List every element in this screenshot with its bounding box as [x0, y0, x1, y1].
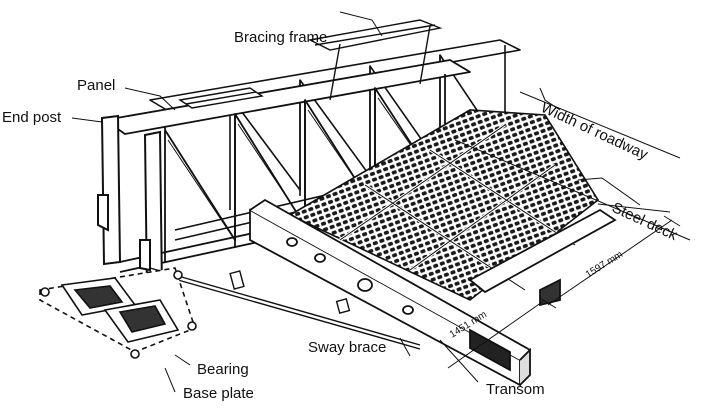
label-sway-brace: Sway brace [308, 339, 387, 356]
label-end-post: End post [2, 109, 62, 126]
end-posts [97, 114, 164, 294]
leader-lines [71, 11, 691, 393]
transom [249, 198, 617, 387]
label-bearing: Bearing [197, 361, 249, 378]
dimension-1597: 1597 mm [584, 249, 625, 280]
bracing-frame [178, 19, 443, 109]
label-transom: Transom [486, 381, 545, 398]
base-plates [39, 267, 197, 359]
label-panel: Panel [77, 77, 116, 94]
label-base-plate: Base plate [183, 385, 254, 402]
label-bracing-frame: Bracing frame [234, 29, 328, 46]
sway-braces [149, 267, 421, 350]
